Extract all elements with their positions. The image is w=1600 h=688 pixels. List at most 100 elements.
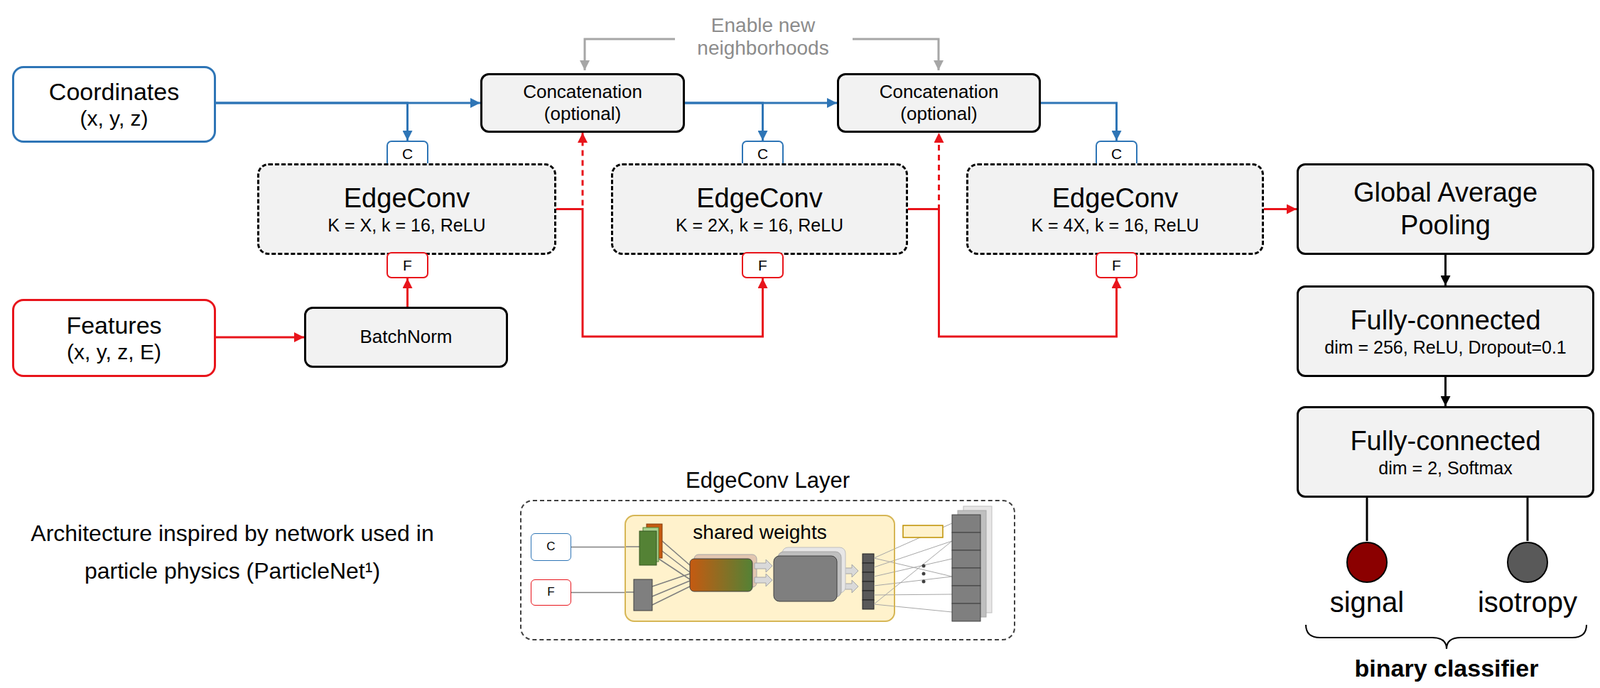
- node-title: EdgeConv: [343, 182, 470, 216]
- node-detail: dim = 256, ReLU, Dropout=0.1: [1324, 336, 1566, 359]
- node-detail: dim = 2, Softmax: [1378, 457, 1512, 479]
- edgeconv-illustration: [862, 554, 874, 564]
- node-title: C: [757, 144, 769, 163]
- edgeconv-illustration: [624, 546, 640, 548]
- node-detail: (x, y, z, E): [66, 339, 162, 366]
- pooling-box: Global Average Pooling: [1296, 163, 1595, 256]
- feature-port: F: [530, 579, 572, 607]
- node-title: C: [1111, 144, 1122, 163]
- node-detail: K = 4X, k = 16, ReLU: [1030, 214, 1199, 236]
- connector: [556, 132, 583, 210]
- connector: [1444, 377, 1447, 407]
- annotation: Enable new neighborhoods: [684, 14, 842, 60]
- node-title: Coordinates: [49, 77, 180, 107]
- edgeconv-illustration: [903, 525, 943, 538]
- dense-box: Fully-connecteddim = 256, ReLU, Dropout=…: [1296, 285, 1595, 378]
- node-title: Concatenation (optional): [500, 80, 665, 126]
- node-title: Global Average Pooling: [1328, 176, 1564, 242]
- node-title: Fully-connected: [1349, 425, 1541, 459]
- classifier-brace: [1305, 625, 1587, 650]
- circle-shape: [1345, 541, 1389, 585]
- edgeconv-illustration: [633, 579, 653, 612]
- circle-fill: [1507, 542, 1548, 583]
- connector: [571, 592, 625, 594]
- node-detail: (x, y, z): [79, 105, 148, 132]
- edgeconv-illustration: [862, 572, 874, 582]
- note: Architecture inspired by network used in…: [26, 515, 439, 591]
- edgeconv-illustration: [624, 515, 896, 623]
- edgeconv-illustration: [952, 515, 981, 533]
- node-title: F: [1111, 256, 1122, 275]
- edgeconv-illustration: [952, 515, 981, 622]
- layer-group: EdgeConv LayerCFshared weights: [520, 500, 1016, 641]
- connector: [1444, 255, 1447, 286]
- edgeconv-illustration: [754, 574, 773, 587]
- coord-port: C: [530, 533, 572, 562]
- concat-box: Concatenation (optional): [480, 73, 685, 133]
- node-title: isotropy: [1477, 585, 1578, 620]
- edgeconv-box: EdgeConvK = 4X, k = 16, ReLU: [966, 163, 1264, 256]
- edgeconv-illustration: [689, 559, 753, 592]
- edgeconv-illustration: [639, 531, 657, 566]
- shared-weights-box: shared weights: [624, 515, 896, 623]
- node-title: EdgeConv: [1052, 182, 1178, 216]
- feature-port: F: [386, 252, 429, 279]
- group-label: binary classifier: [1304, 655, 1589, 683]
- edgeconv-illustration: [873, 523, 953, 613]
- edgeconv-illustration: [862, 581, 874, 592]
- neighborhood-bracket: [852, 39, 939, 71]
- node-title: BatchNorm: [359, 326, 452, 349]
- edgeconv-illustration: [922, 580, 926, 585]
- node-title: EdgeConv Layer: [521, 467, 1014, 494]
- node-title: Features: [66, 311, 162, 341]
- edgeconv-illustration: [862, 554, 874, 610]
- node-title: F: [547, 585, 555, 600]
- edgeconv-illustration: [922, 564, 926, 585]
- circle-fill: [1347, 542, 1387, 583]
- connector: [1263, 208, 1297, 211]
- connector: [1366, 498, 1369, 542]
- connector: [571, 547, 625, 549]
- edgeconv-illustration: [862, 600, 874, 610]
- node-detail: K = X, k = 16, ReLU: [327, 214, 486, 236]
- node-title: F: [758, 256, 768, 275]
- edgeconv-illustration: [952, 532, 981, 551]
- connector: [684, 103, 764, 141]
- connector: [406, 278, 409, 307]
- edgeconv-illustration: [624, 506, 992, 623]
- edgeconv-illustration: [862, 591, 874, 601]
- input-box: Features(x, y, z, E): [12, 299, 216, 378]
- circle-shape: [1506, 541, 1549, 585]
- edgeconv-illustration: [952, 586, 981, 604]
- edgeconv-illustration: [952, 550, 981, 569]
- node-detail: K = 2X, k = 16, ReLU: [675, 214, 844, 236]
- node-title: F: [402, 256, 413, 275]
- connector: [215, 103, 408, 141]
- connector: [215, 336, 305, 339]
- node-title: signal: [1330, 585, 1405, 620]
- connector: [1040, 103, 1117, 141]
- edgeconv-box: EdgeConvK = 2X, k = 16, ReLU: [611, 163, 908, 256]
- connector: [907, 132, 940, 210]
- edgeconv-box: EdgeConvK = X, k = 16, ReLU: [257, 163, 557, 256]
- edgeconv-illustration: [952, 603, 981, 622]
- edgeconv-illustration: [773, 556, 837, 602]
- node-title: Concatenation (optional): [857, 80, 1021, 126]
- node-title: EdgeConv: [696, 182, 823, 216]
- edgeconv-illustration: [873, 523, 953, 613]
- feature-port: F: [741, 252, 784, 279]
- neighborhood-bracket: [584, 39, 675, 71]
- connector: [1526, 498, 1529, 542]
- edgeconv-illustration: [952, 568, 981, 587]
- input-box: Coordinates(x, y, z): [12, 66, 216, 143]
- class-circle: isotropy: [1467, 541, 1588, 620]
- process-box: BatchNorm: [304, 306, 508, 369]
- node-title: shared weights: [692, 520, 827, 545]
- node-title: C: [402, 144, 413, 163]
- node-title: C: [546, 539, 555, 555]
- edgeconv-illustration: [922, 572, 926, 577]
- dense-box: Fully-connecteddim = 2, Softmax: [1296, 406, 1595, 499]
- concat-box: Concatenation (optional): [836, 73, 1041, 133]
- class-circle: signal: [1320, 541, 1414, 620]
- edgeconv-illustration: [862, 563, 874, 573]
